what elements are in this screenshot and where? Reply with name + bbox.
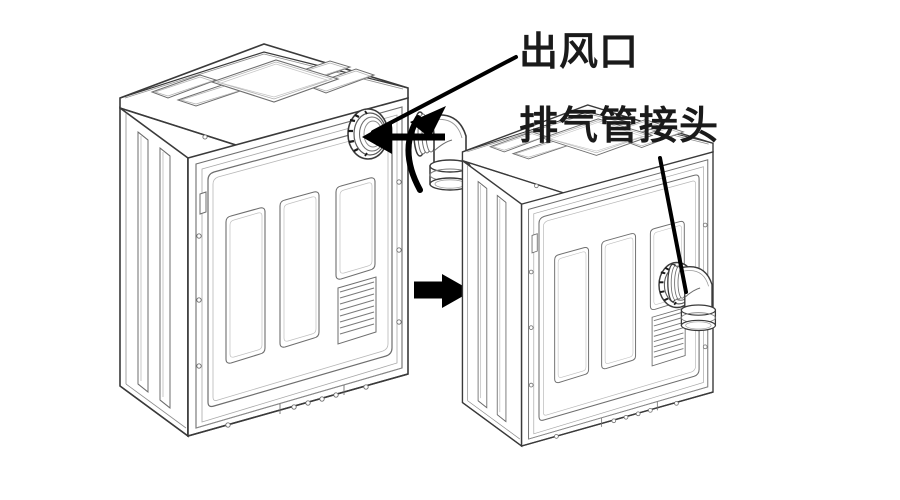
insert-arrow [362, 120, 445, 154]
rotate-arrow [405, 106, 446, 193]
transition-arrow [414, 274, 472, 308]
appliance-before [119, 43, 409, 437]
leader-line-air-outlet [371, 55, 518, 134]
leader-line-exhaust-connector [658, 156, 688, 294]
label-air-outlet: 出风口 [519, 30, 640, 75]
label-exhaust-connector: 排气管接头 [519, 104, 720, 149]
